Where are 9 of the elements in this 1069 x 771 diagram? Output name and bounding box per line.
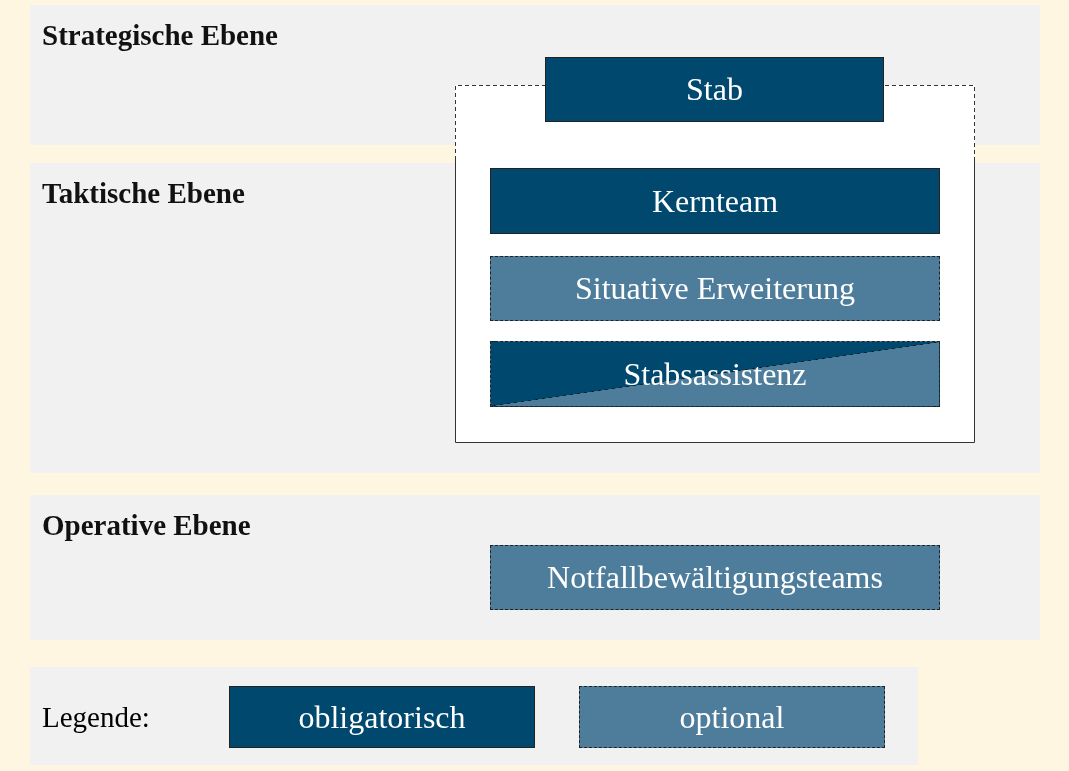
legend-swatch: obligatorisch — [229, 686, 535, 748]
legend-swatch: optional — [579, 686, 885, 748]
team-box: Notfallbewältigungsteams — [490, 545, 940, 610]
band-heading: Taktische Ebene — [42, 177, 245, 210]
band-heading: Operative Ebene — [42, 509, 251, 542]
legend-heading: Legende: — [42, 701, 150, 734]
level-band — [30, 495, 1040, 640]
staff-box: Stab — [545, 57, 884, 122]
band-heading: Strategische Ebene — [42, 19, 278, 52]
